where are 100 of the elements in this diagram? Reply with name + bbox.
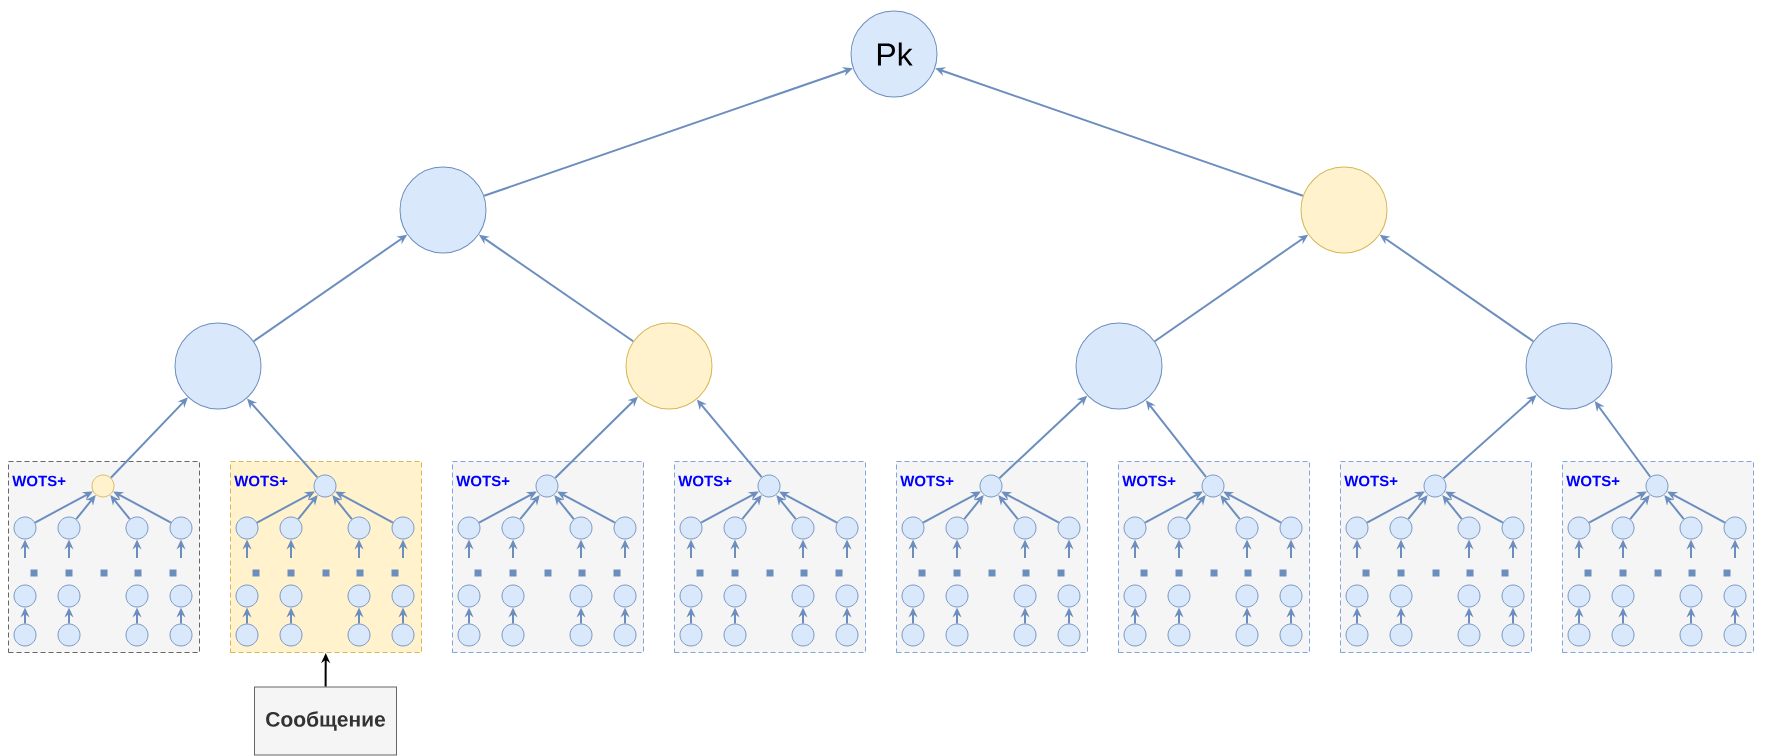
circle-node: [347, 584, 371, 608]
circle-node: [679, 584, 703, 608]
circle-node: [1075, 322, 1163, 410]
circle-node: [1389, 623, 1413, 647]
circle-node: [1345, 516, 1369, 540]
circle-node: [791, 584, 815, 608]
circle-node: [169, 623, 193, 647]
circle-node: [1389, 516, 1413, 540]
circle-node: [1235, 516, 1259, 540]
circle-node: [791, 516, 815, 540]
circle-node: [13, 584, 37, 608]
circle-node: [569, 584, 593, 608]
circle-node: [1235, 584, 1259, 608]
circle-node: [835, 584, 859, 608]
circle-node: [57, 516, 81, 540]
circle-node: [501, 584, 525, 608]
circle-node: [1057, 623, 1081, 647]
circle-node: [679, 516, 703, 540]
circle-node: [279, 584, 303, 608]
circle-node: [13, 623, 37, 647]
circle-node: [1723, 516, 1747, 540]
circle-node: [945, 516, 969, 540]
message-box: Сообщение: [254, 686, 397, 756]
circle-node: [1611, 623, 1635, 647]
circle-node: [457, 584, 481, 608]
circle-node: [1501, 584, 1525, 608]
circle-node: [1567, 516, 1591, 540]
circle-node: [279, 516, 303, 540]
circle-node: [723, 584, 747, 608]
circle-node: [91, 474, 115, 498]
circle-node: [1679, 623, 1703, 647]
circle-node: [1235, 623, 1259, 647]
circle-node: [457, 516, 481, 540]
circle-node: [979, 474, 1003, 498]
circle-node: [1279, 584, 1303, 608]
circle-node: [569, 516, 593, 540]
circle-node: [1167, 516, 1191, 540]
circle-node: [1723, 623, 1747, 647]
circle-node: [279, 623, 303, 647]
circle-node: [1123, 584, 1147, 608]
circle-node: [1300, 166, 1388, 254]
circle-node: [1567, 584, 1591, 608]
circle-node: [945, 623, 969, 647]
circle-node: [1525, 322, 1613, 410]
circle-node: [723, 623, 747, 647]
circle-node: [57, 584, 81, 608]
circle-node: [1679, 584, 1703, 608]
circle-node: [1501, 516, 1525, 540]
circle-node: [1345, 584, 1369, 608]
circle-node: [1279, 516, 1303, 540]
circle-node: [391, 516, 415, 540]
circle-node: [1013, 516, 1037, 540]
circle-node: [125, 516, 149, 540]
circle-node: [1567, 623, 1591, 647]
circle-node: [945, 584, 969, 608]
circle-node: [457, 623, 481, 647]
circle-node: [391, 623, 415, 647]
circle-node: [757, 474, 781, 498]
circle-node: [1057, 584, 1081, 608]
circle-node: [1201, 474, 1225, 498]
circle-node: [901, 584, 925, 608]
circle-node: [235, 584, 259, 608]
circle-node: [1611, 584, 1635, 608]
circle-node: [613, 516, 637, 540]
circle-node: [13, 516, 37, 540]
circle-node: [1389, 584, 1413, 608]
circle-node: [835, 623, 859, 647]
circle-node: [1723, 584, 1747, 608]
circle-node: [235, 516, 259, 540]
circle-node: [535, 474, 559, 498]
circle-node: [835, 516, 859, 540]
circle-node: [679, 623, 703, 647]
circle-node: [613, 623, 637, 647]
circle-node: [169, 516, 193, 540]
circle-node: [1345, 623, 1369, 647]
circle-node: [501, 623, 525, 647]
circle-node: [391, 584, 415, 608]
circle-node: [125, 584, 149, 608]
circle-node: [1123, 623, 1147, 647]
circle-node: [235, 623, 259, 647]
circle-node: [791, 623, 815, 647]
circle-node: [1423, 474, 1447, 498]
circle-node: [1279, 623, 1303, 647]
circle-node: [1167, 623, 1191, 647]
circle-node: Pk: [850, 10, 938, 98]
circle-node: [901, 623, 925, 647]
circle-node: [1457, 623, 1481, 647]
circle-node: [57, 623, 81, 647]
circle-node: [313, 474, 337, 498]
circle-node: [1013, 584, 1037, 608]
circle-node: [1123, 516, 1147, 540]
circle-node: [569, 623, 593, 647]
circle-node: [501, 516, 525, 540]
circle-node: [347, 516, 371, 540]
circle-node: [723, 516, 747, 540]
circle-node: [1611, 516, 1635, 540]
circle-node: [1167, 584, 1191, 608]
circle-node: [1457, 516, 1481, 540]
circle-node: [625, 322, 713, 410]
circle-node: [1057, 516, 1081, 540]
